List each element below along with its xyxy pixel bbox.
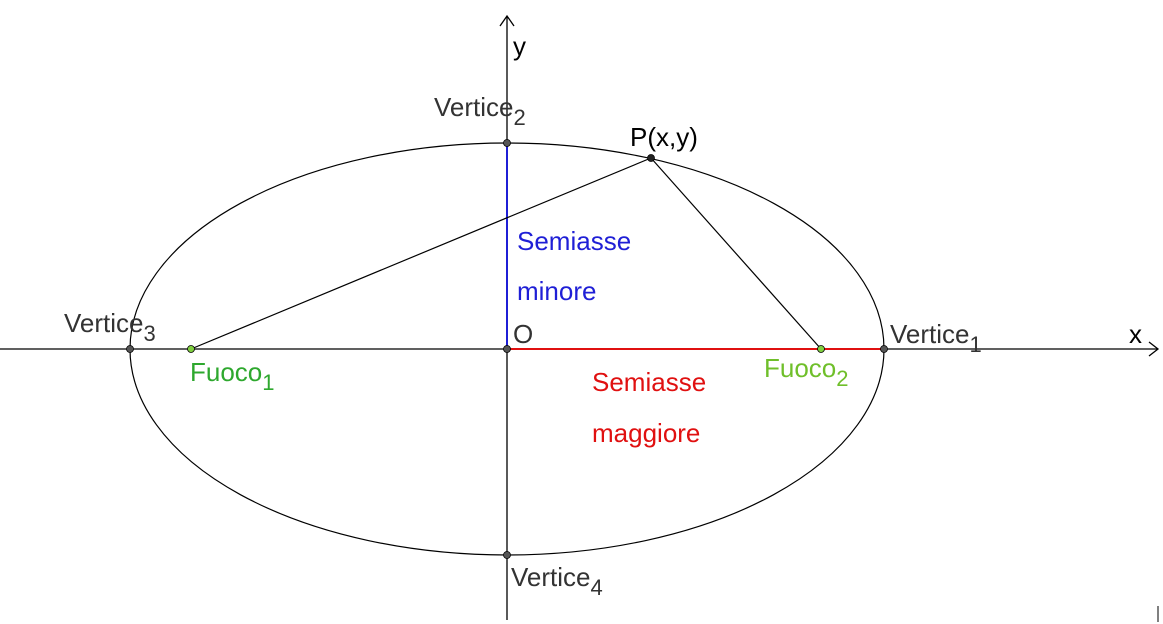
vertex-2-label: Vertice2 (434, 92, 526, 130)
origin-label: O (513, 319, 533, 349)
focus-1-label-base: Fuoco (190, 357, 262, 387)
vertex-2-label-sub: 2 (514, 105, 526, 130)
focal-radius-1 (190, 157, 652, 350)
x-axis-label: x (1129, 319, 1142, 349)
point-p (647, 154, 655, 162)
semi-major-label-line1: Semiasse (592, 367, 706, 397)
vertex-3-point (126, 345, 134, 353)
focal-radius-2 (650, 157, 822, 350)
semi-major-label-line2: maggiore (592, 418, 700, 448)
vertex-3-label-base: Vertice (64, 308, 144, 338)
point-p-label: P(x,y) (630, 122, 698, 152)
vertex-1-point (880, 345, 888, 353)
vertex-1-label-base: Vertice (890, 319, 970, 349)
vertex-4-label-base: Vertice (511, 562, 591, 592)
origin-point (503, 345, 511, 353)
focus-1-label-sub: 1 (262, 370, 274, 395)
x-axis-arrow-icon (1148, 341, 1160, 357)
vertex-2-label-base: Vertice (434, 92, 514, 122)
vertex-1-label-sub: 1 (970, 332, 982, 357)
focus-2-label: Fuoco2 (764, 353, 849, 391)
vertex-4-point (503, 551, 511, 559)
vertex-3-label-sub: 3 (144, 321, 156, 346)
semi-minor-label-line1: Semiasse (517, 226, 631, 256)
focus-2-label-base: Fuoco (764, 353, 836, 383)
focus-1-point (187, 345, 195, 353)
focus-2-point (817, 345, 825, 353)
vertex-4-label: Vertice4 (511, 562, 603, 600)
focus-1-label: Fuoco1 (190, 357, 275, 395)
vertex-1-label: Vertice1 (890, 319, 982, 357)
semi-minor-label-line2: minore (517, 276, 596, 306)
vertex-2-point (503, 139, 511, 147)
vertex-3-label: Vertice3 (64, 308, 156, 346)
y-axis-arrow-icon (499, 14, 515, 27)
vertex-4-label-sub: 4 (591, 575, 603, 600)
focus-2-label-sub: 2 (836, 366, 848, 391)
y-axis-label: y (513, 31, 526, 61)
